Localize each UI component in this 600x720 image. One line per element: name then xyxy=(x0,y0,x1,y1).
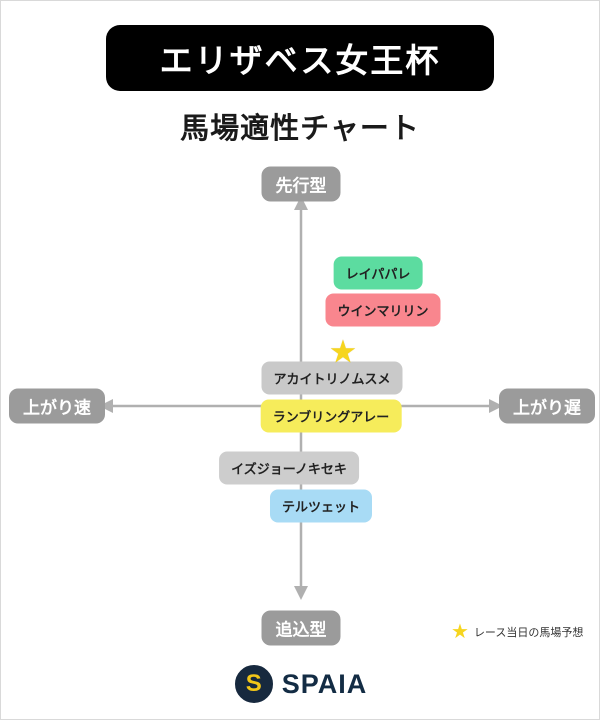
page-title: エリザベス女王杯 xyxy=(106,25,494,91)
horse-point: ウインマリリン xyxy=(325,293,441,327)
legend-label: レース当日の馬場予想 xyxy=(473,627,584,639)
horse-point: レイパパレ xyxy=(333,256,423,290)
axis-label-top: 先行型 xyxy=(261,166,341,202)
spaia-logo-icon: S xyxy=(234,665,273,703)
forecast-star-icon: ★ xyxy=(328,333,358,370)
legend: ★ レース当日の馬場予想 xyxy=(451,622,583,642)
axis-label-left: 上がり速 xyxy=(9,388,105,424)
horse-point: ランブリングアレー xyxy=(260,399,402,433)
legend-star-icon: ★ xyxy=(451,621,469,643)
footer-brand: S SPAIA xyxy=(1,665,599,703)
page-subtitle: 馬場適性チャート xyxy=(180,113,420,145)
axis-label-right: 上がり遅 xyxy=(499,388,595,424)
horse-point: アカイトリノムスメ xyxy=(261,361,403,395)
horse-point: イズジョーノキセキ xyxy=(219,451,359,485)
axis-label-bottom: 追込型 xyxy=(261,610,341,646)
chart-area: 先行型 追込型 上がり速 上がり遅 ★ レース当日の馬場予想 レイパパレウインマ… xyxy=(1,156,599,661)
horse-point: テルツェット xyxy=(269,489,373,523)
brand-name: SPAIA xyxy=(281,668,368,699)
